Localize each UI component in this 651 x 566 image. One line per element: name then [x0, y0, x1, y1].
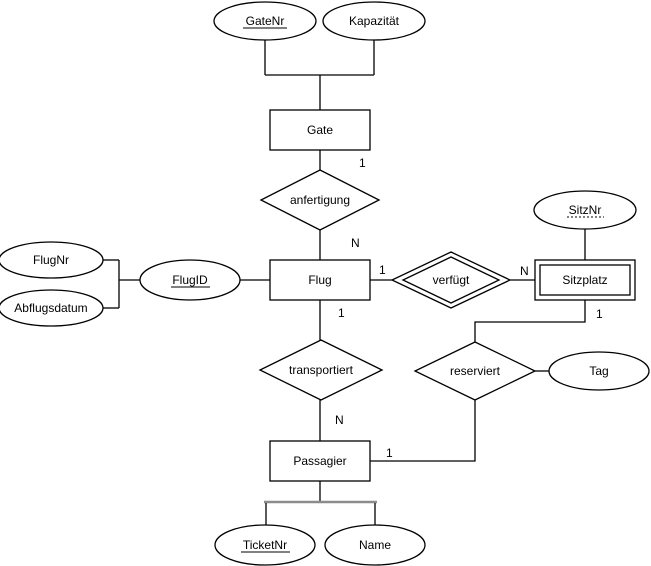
identifying-relationship-verfuegt: verfügt: [390, 251, 512, 309]
cardinality-passagier-reserviert: 1: [386, 446, 393, 460]
attribute-kapazitaet-label: Kapazität: [349, 14, 400, 28]
attribute-kapazitaet: Kapazität: [322, 1, 426, 41]
attribute-sitznr-label: SitzNr: [569, 203, 602, 217]
cardinality-anfertigung-flug: N: [351, 236, 360, 250]
relationship-transportiert-label: transportiert: [289, 363, 354, 377]
cardinality-verfuegt-sitzplatz: N: [520, 264, 529, 278]
cardinality-gate-anfertigung: 1: [359, 156, 366, 170]
entity-gate: Gate: [269, 109, 371, 151]
attribute-tag-label: Tag: [589, 364, 608, 378]
entity-gate-box: [269, 109, 371, 151]
relationship-verfuegt-label: verfügt: [433, 273, 470, 287]
attribute-gatenr-ellipse: [213, 1, 317, 41]
relationship-anfertigung-label: anfertigung: [290, 193, 350, 207]
attribute-ticketnr-label: TicketNr: [243, 538, 287, 552]
relationship-transportiert: transportiert: [258, 339, 384, 401]
relationship-transportiert-diamond: [258, 339, 384, 401]
entity-gate-label: Gate: [307, 123, 333, 137]
attribute-ticketnr-ellipse: [214, 524, 316, 566]
attribute-name-ellipse: [324, 524, 426, 566]
edge-reserviert-passagier: [370, 400, 476, 462]
entity-passagier-label: Passagier: [293, 454, 346, 468]
weak-entity-sitzplatz: Sitzplatz: [534, 259, 636, 301]
connectors: [103, 40, 586, 526]
attribute-sitznr: SitzNr: [533, 190, 637, 230]
entity-flug-box: [269, 259, 371, 301]
attribute-abflugsdatum-ellipse: [0, 289, 104, 327]
attribute-abflugsdatum-label: Abflugsdatum: [14, 301, 87, 315]
cardinality-sitzplatz-reserviert: 1: [596, 307, 603, 321]
attribute-sitznr-ellipse: [533, 190, 637, 230]
attribute-gatenr: GateNr: [213, 1, 317, 41]
relationship-anfertigung: anfertigung: [259, 169, 381, 231]
weak-entity-sitzplatz-inner-box: [539, 264, 631, 296]
relationship-reserviert-diamond: [413, 341, 537, 401]
entity-flug-label: Flug: [308, 273, 331, 287]
relationship-anfertigung-diamond: [259, 169, 381, 231]
attribute-flugnr-ellipse: [0, 241, 104, 279]
edge-sitzplatz-reserviert: [474, 300, 586, 342]
attribute-gatenr-label: GateNr: [246, 14, 285, 28]
attribute-ticketnr: TicketNr: [214, 524, 316, 566]
attribute-name: Name: [324, 524, 426, 566]
attribute-flugid-ellipse: [139, 259, 241, 301]
attribute-name-label: Name: [359, 538, 391, 552]
cardinality-flug-transportiert: 1: [338, 306, 345, 320]
weak-entity-sitzplatz-label: Sitzplatz: [562, 273, 607, 287]
relationship-verfuegt-inner-diamond: [401, 256, 501, 304]
cardinality-transportiert-passagier: N: [335, 413, 344, 427]
attribute-flugid-label: FlugID: [172, 273, 208, 287]
attribute-tag-ellipse: [548, 351, 650, 391]
attribute-flugnr-label: FlugNr: [33, 253, 69, 267]
entity-passagier-box: [269, 440, 371, 482]
attribute-kapazitaet-ellipse: [322, 1, 426, 41]
cardinality-flug-verfuegt: 1: [379, 263, 386, 277]
attribute-abflugsdatum: Abflugsdatum: [0, 289, 104, 327]
attribute-flugnr: FlugNr: [0, 241, 104, 279]
relationship-reserviert-label: reserviert: [450, 364, 501, 378]
entity-passagier: Passagier: [269, 440, 371, 482]
cardinality-labels: 1 N 1 N 1 1 N 1: [335, 156, 603, 460]
relationship-reserviert: reserviert: [413, 341, 537, 401]
attribute-flugid: FlugID: [139, 259, 241, 301]
attribute-tag: Tag: [548, 351, 650, 391]
entity-flug: Flug: [269, 259, 371, 301]
